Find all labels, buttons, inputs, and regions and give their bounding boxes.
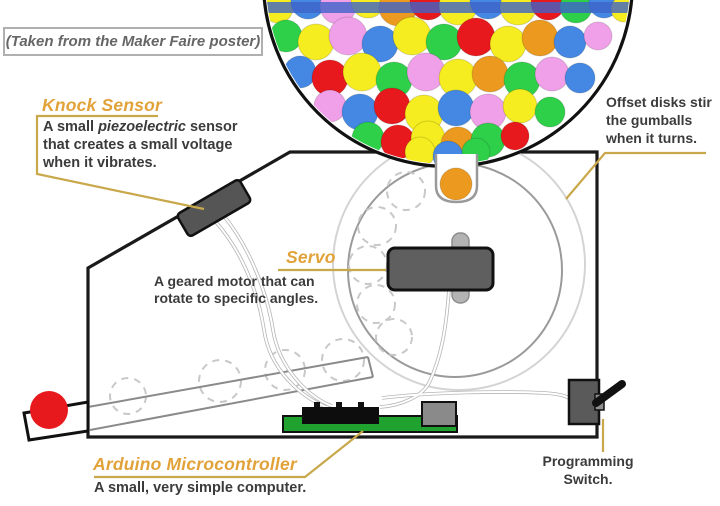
arduino-leader <box>94 430 364 479</box>
gumball <box>521 19 559 57</box>
gumball <box>406 52 446 92</box>
arduino-pin <box>358 402 364 409</box>
gumball <box>373 87 411 125</box>
gumball <box>534 56 570 92</box>
poster-note-text: (Taken from the Maker Faire poster) <box>5 33 261 50</box>
programming-switch-label: Programming Switch. <box>542 453 634 488</box>
arduino-usb-block <box>421 401 457 427</box>
gumball <box>456 17 496 57</box>
gumball <box>437 89 475 127</box>
knock-sensor-desc: A small piezoelectric sensor that create… <box>43 119 248 173</box>
servo-body <box>386 246 495 292</box>
arduino-desc: A small, very simple computer. <box>94 480 307 496</box>
gumball <box>500 121 530 151</box>
leader-lines <box>35 114 706 479</box>
dispensed-gumball <box>30 391 68 429</box>
gumball <box>313 89 347 123</box>
offset-disks-note: Offset disks stir the gumballs when it t… <box>606 94 712 147</box>
gumball <box>297 23 335 61</box>
arduino-board <box>282 401 458 433</box>
delivery-ramp <box>87 356 374 431</box>
arduino-pin <box>336 402 342 409</box>
gumball <box>392 16 432 56</box>
servo-desc: A geared motor that can rotate to specif… <box>154 273 319 307</box>
arduino-pin <box>314 402 320 409</box>
gumball <box>583 21 613 51</box>
gumball <box>534 96 566 128</box>
knock-desc-pre: A small <box>43 119 99 135</box>
knock-sensor-component <box>176 178 252 238</box>
gumball <box>342 52 382 92</box>
knock-sensor-title: Knock Sensor <box>42 95 163 115</box>
gumball <box>328 16 368 56</box>
gumball <box>502 88 538 124</box>
arduino-title: Arduino Microcontroller <box>93 454 297 474</box>
offset-disks-leader <box>565 151 706 200</box>
gumball <box>553 25 587 59</box>
funnel-gumball <box>439 167 473 201</box>
gumball <box>564 62 596 94</box>
servo-title: Servo <box>286 247 336 267</box>
knock-desc-post: sensor that creates a small voltage when… <box>43 119 238 171</box>
arduino-chip <box>302 407 379 424</box>
gumball-globe <box>262 0 634 169</box>
globe-water-stripe <box>266 2 630 13</box>
knock-sensor-leader <box>35 114 205 211</box>
gumball <box>471 55 509 93</box>
wiring <box>212 213 576 409</box>
poster-note: (Taken from the Maker Faire poster) <box>3 27 263 56</box>
switch-toggle-lever <box>592 380 626 407</box>
programming-switch-component <box>567 378 626 426</box>
knock-desc-italic: piezoelectric <box>98 119 186 135</box>
